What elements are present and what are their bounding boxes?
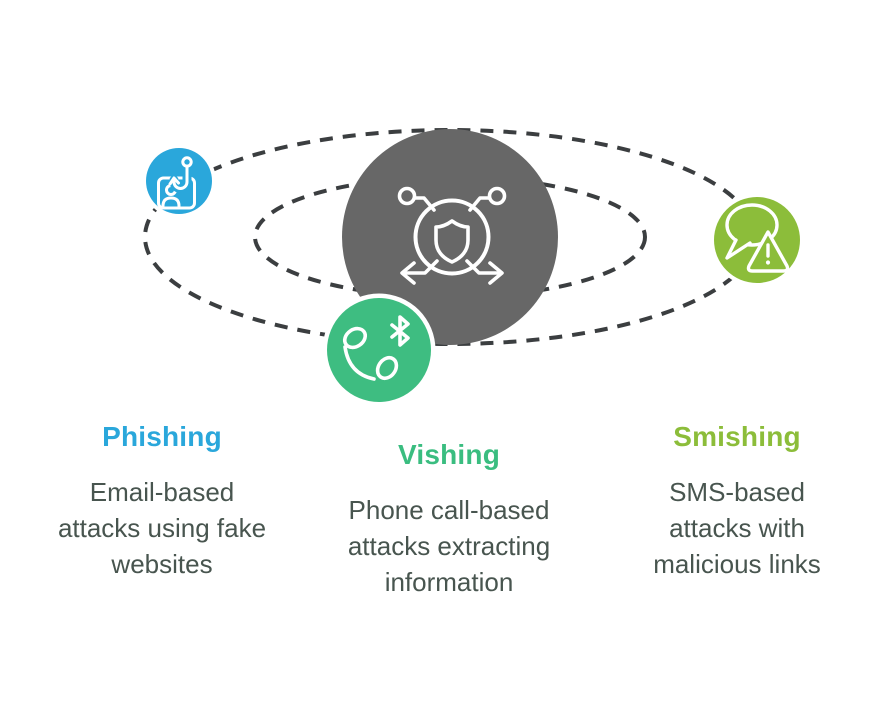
chat-bubble-warning-icon <box>725 203 790 273</box>
vishing-desc-line-1: Phone call-based <box>348 495 550 525</box>
phishing-section: Phishing Email-based attacks using fake … <box>12 420 312 582</box>
smishing-desc-line-1: SMS-based <box>669 477 805 507</box>
shield-network-icon <box>397 186 507 285</box>
smishing-node <box>710 193 804 287</box>
smishing-description: SMS-based attacks with malicious links <box>587 474 887 582</box>
phishing-node <box>142 144 216 218</box>
vishing-description: Phone call-based attacks extracting info… <box>299 492 599 600</box>
phishing-description: Email-based attacks using fake websites <box>12 474 312 582</box>
phishing-title: Phishing <box>102 421 222 452</box>
center-node <box>342 129 558 345</box>
smishing-section: Smishing SMS-based attacks with maliciou… <box>587 420 887 582</box>
phone-bluetooth-icon <box>342 315 410 381</box>
smishing-desc-line-3: malicious links <box>653 549 821 579</box>
vishing-section: Vishing Phone call-based attacks extract… <box>299 438 599 600</box>
phishing-desc-line-1: Email-based <box>89 477 235 507</box>
vishing-node <box>322 293 436 407</box>
id-card-fishing-hook-icon <box>157 156 196 210</box>
phishing-desc-line-2: attacks using fake <box>57 513 267 543</box>
smishing-title: Smishing <box>673 421 801 452</box>
vishing-title: Vishing <box>397 439 500 470</box>
vishing-desc-line-2: attacks extracting <box>347 531 551 561</box>
vishing-circle <box>327 298 431 402</box>
center-circle <box>342 129 558 345</box>
phishing-desc-line-3: websites <box>111 549 213 579</box>
vishing-desc-line-3: information <box>384 567 514 597</box>
smishing-desc-line-2: attacks with <box>669 513 805 543</box>
